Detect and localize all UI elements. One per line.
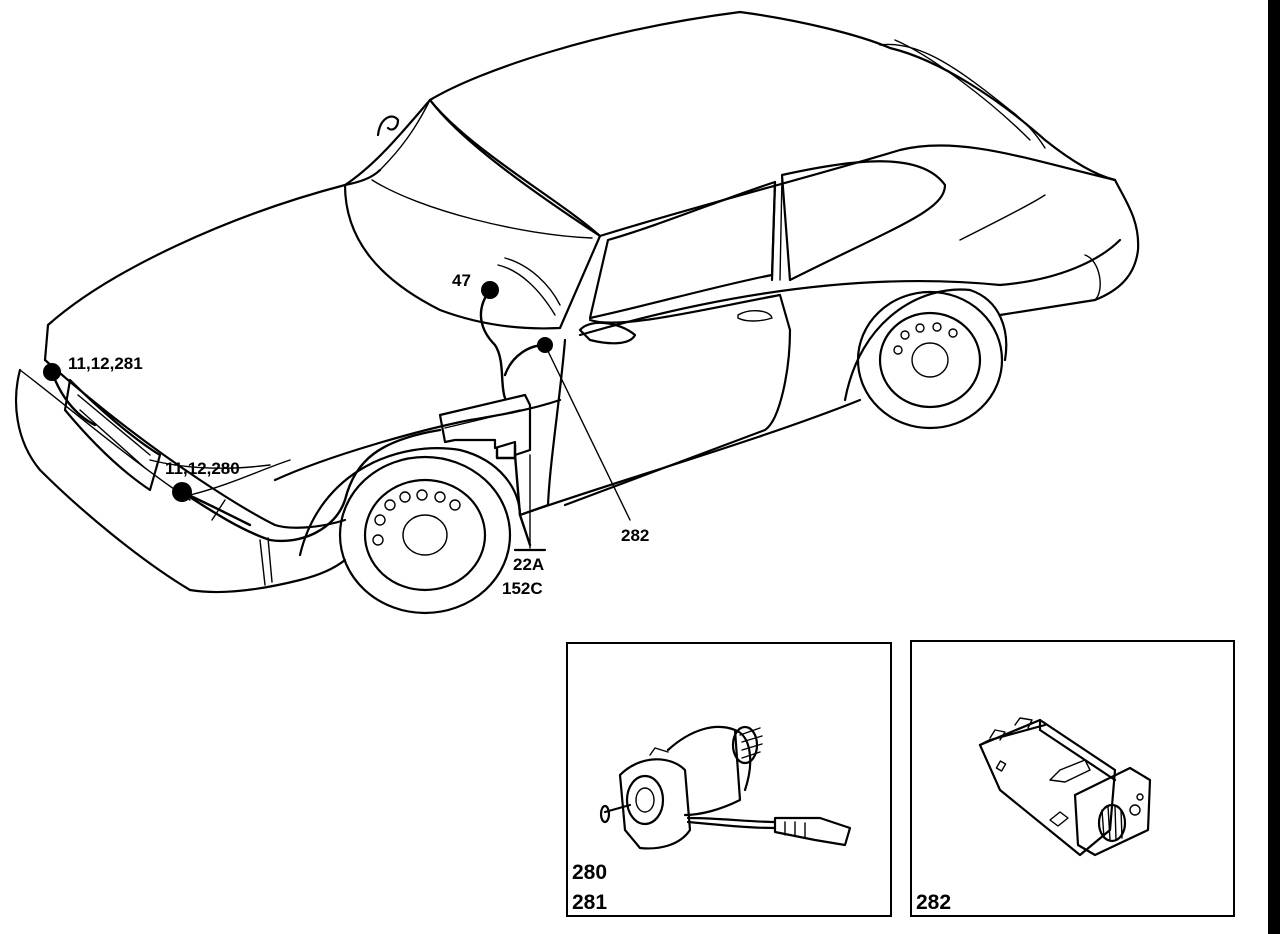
car-grille: [63, 378, 162, 492]
car-front-bumper: [15, 368, 347, 594]
relay-box: [438, 393, 532, 457]
car-front-wheel: [338, 455, 512, 615]
detail-panel-actuator: 280 281: [566, 642, 892, 917]
car-hood: [46, 168, 382, 327]
car-rear-window: [780, 160, 947, 282]
detail-panel-switch: 282: [910, 640, 1235, 917]
actuator-label-280: 280: [572, 861, 607, 884]
callout-dash-switch: 282: [621, 526, 649, 545]
car-side-mirror: [578, 321, 637, 345]
car-door: [563, 293, 792, 507]
callout-dash-module: 47: [452, 271, 471, 290]
callout-front-left-lower: 11,12,280: [165, 459, 240, 478]
connector-dot-281: [43, 363, 61, 381]
car-door-handle: [737, 310, 773, 322]
car-illustration: [15, 10, 1140, 615]
switch-illustration: [978, 717, 1152, 857]
switch-282-leader-line: [544, 344, 631, 521]
actuator-illustration: [599, 725, 852, 850]
car-rear-wheel: [856, 290, 1004, 430]
connector-dot-280: [172, 482, 192, 502]
car-windshield: [343, 98, 602, 330]
callout-front-left-upper: 11,12,281: [68, 354, 143, 373]
connector-dot-47: [481, 281, 499, 299]
callout-relay-bottom: 152C: [502, 579, 543, 598]
wiring-harness: [43, 281, 631, 552]
connector-dot-282: [537, 337, 553, 353]
callout-relay-top: 22A: [513, 555, 544, 574]
car-roof: [428, 10, 1117, 182]
wire-front-harness: [180, 428, 442, 543]
scan-edge-bar: [1268, 0, 1280, 934]
car-door-window: [588, 180, 777, 320]
wire-module-47: [479, 288, 507, 400]
actuator-label-281: 281: [572, 891, 607, 914]
switch-label-282: 282: [916, 891, 951, 914]
